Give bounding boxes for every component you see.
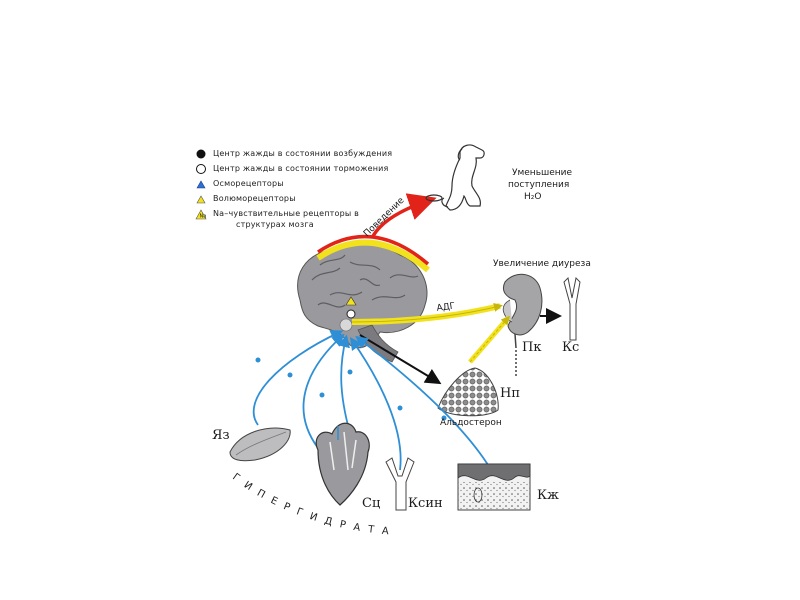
tongue-label: Яз [212,428,230,443]
tongue-icon [229,427,291,462]
legend-item-osmoreceptors: Осморецепторы [213,179,284,188]
kidney-label: Пк [522,340,542,355]
legend-item-inhibition: Центр жажды в состоянии торможения [213,164,389,173]
dog-icon [425,144,485,211]
blue-triangle-icon [196,180,206,189]
adrenal-gland-icon [437,367,499,417]
behavior-pathway [316,193,437,273]
legend-item-volumoreceptors: Волюморецепторы [213,194,296,203]
adrenal-label: Нп [500,386,521,401]
afferent-pathways [252,330,491,471]
vessel-icon [385,457,415,511]
adh-pathway [351,303,510,364]
filled-circle-icon [196,149,206,159]
svg-text:Na: Na [200,214,207,220]
water-decrease-label-2: поступления [508,180,570,190]
heart-icon [315,422,370,506]
kc-label: Кс [562,340,580,355]
yellow-triangle-icon [196,195,206,204]
legend-symbols: Na [195,149,207,220]
black-arrows [359,308,562,385]
skin-icon [457,463,531,511]
aldosterone-label: Альдостерон [440,418,502,428]
vessel-label: Ксин [408,496,443,511]
ureter-icon [563,276,581,341]
water-decrease-label-3: H₂O [524,192,542,202]
open-circle-icon [196,164,206,174]
legend-item-na-receptors: Na–чувствительные рецепторы в [213,209,360,218]
diuresis-label: Увеличение диуреза [493,259,591,269]
kidney-icon [502,273,543,349]
water-decrease-label-1: Уменьшение [512,168,573,178]
heart-label: Сц [362,496,381,511]
legend-item-na-receptors-cont: структурах мозга [236,220,314,229]
yellow-triangle-na-icon [195,209,207,220]
legend-item-excitation: Центр жажды в состоянии возбуждения [213,149,393,158]
skin-label: Кж [537,488,560,503]
